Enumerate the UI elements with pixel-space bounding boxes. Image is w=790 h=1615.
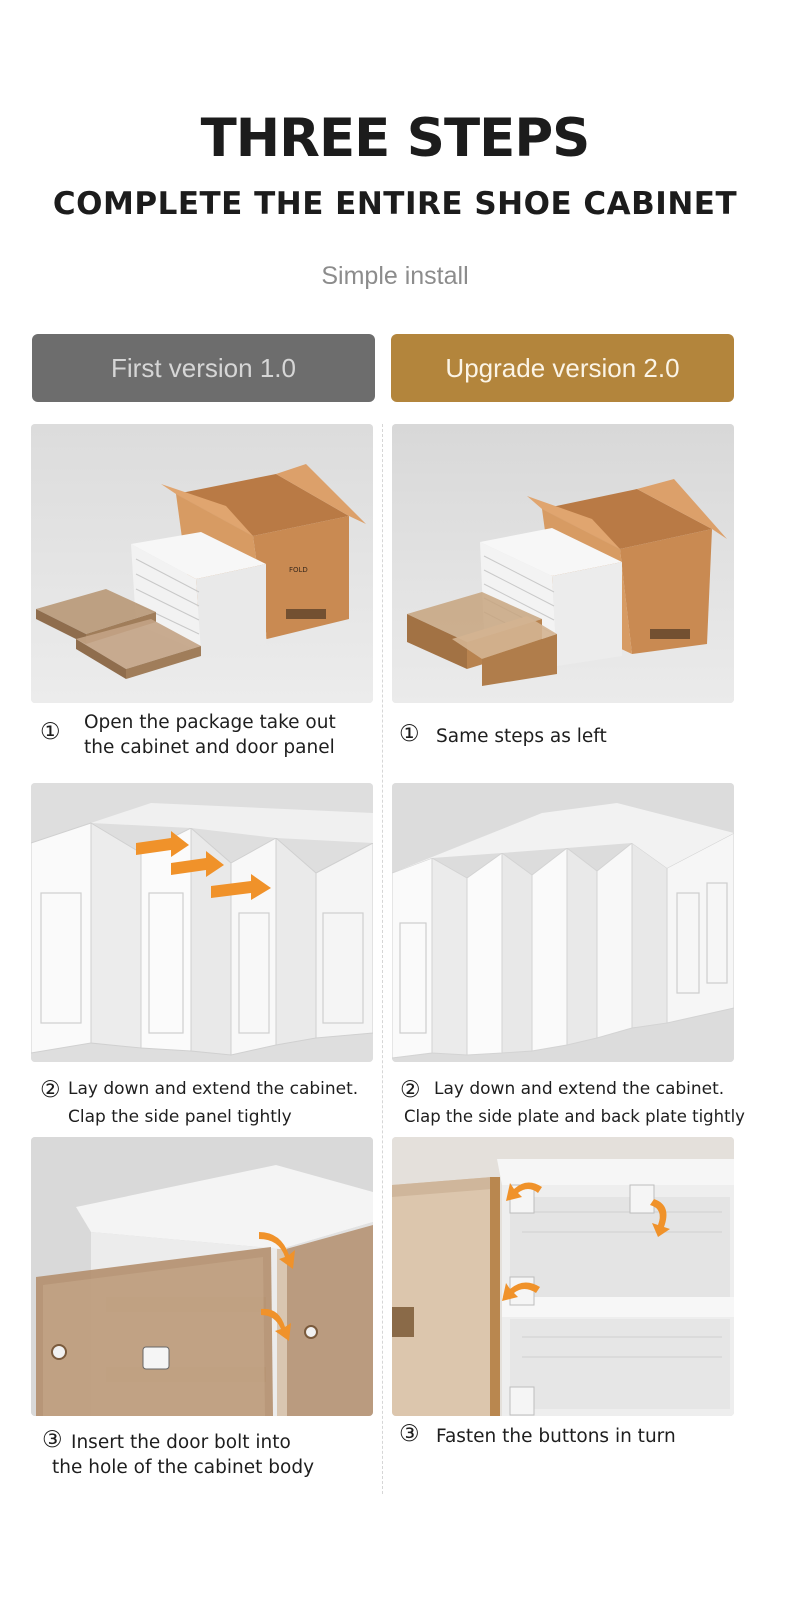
- column-divider: [382, 424, 383, 1494]
- step-number: ③: [399, 1421, 420, 1447]
- step2-left-photo: [31, 783, 373, 1062]
- caption-line: the cabinet and door panel: [84, 737, 335, 758]
- step-number: ①: [40, 719, 61, 745]
- caption-line: Open the package take out: [84, 712, 336, 733]
- step2-right-caption: ② Lay down and extend the cabinet. Clap …: [400, 1077, 745, 1132]
- caption-line: the hole of the cabinet body: [52, 1457, 315, 1478]
- upgrade-version-tab[interactable]: Upgrade version 2.0: [391, 334, 734, 402]
- step1-left-caption: ① Open the package take out the cabinet …: [40, 710, 370, 765]
- caption-line: Fasten the buttons in turn: [436, 1426, 676, 1447]
- step3-left-photo: [31, 1137, 373, 1416]
- svg-text:FOLD: FOLD: [289, 566, 308, 574]
- step3-left-caption: ③ Insert the door bolt into the hole of …: [42, 1428, 372, 1483]
- step2-left-caption: ② Lay down and extend the cabinet. Clap …: [40, 1077, 380, 1132]
- caption-line: Insert the door bolt into: [71, 1432, 291, 1453]
- caption-line: Clap the side plate and back plate tight…: [404, 1107, 745, 1126]
- caption-line: Same steps as left: [436, 726, 607, 747]
- step1-left-photo: FOLD: [31, 424, 373, 703]
- tagline: Simple install: [321, 262, 469, 290]
- step-number: ③: [42, 1427, 63, 1453]
- first-version-tab[interactable]: First version 1.0: [32, 334, 375, 402]
- step3-right-caption: ③ Fasten the buttons in turn: [399, 1422, 729, 1452]
- step2-right-photo: [392, 783, 734, 1062]
- step3-right-photo: [392, 1137, 734, 1416]
- step1-right-photo: [392, 424, 734, 703]
- step1-right-caption: ① Same steps as left: [399, 722, 729, 752]
- step-number: ①: [399, 721, 420, 747]
- caption-line: Lay down and extend the cabinet.: [434, 1079, 725, 1099]
- step-number: ②: [400, 1077, 421, 1103]
- step-number: ②: [40, 1077, 61, 1103]
- caption-line: Lay down and extend the cabinet.: [68, 1079, 359, 1099]
- page-title: THREE STEPS: [200, 108, 591, 169]
- caption-line: Clap the side panel tightly: [68, 1107, 292, 1127]
- page-subtitle: COMPLETE THE ENTIRE SHOE CABINET: [52, 186, 738, 222]
